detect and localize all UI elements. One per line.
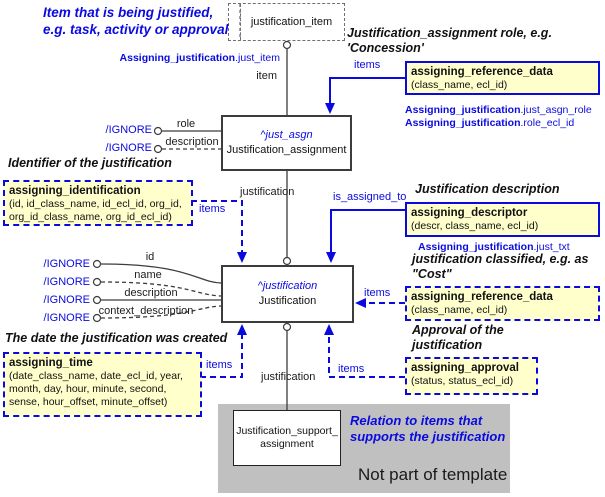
ignore-id: /IGNORE xyxy=(43,258,90,270)
template-params: (id, id_class_name, id_ecl_id, org_id, o… xyxy=(9,198,182,223)
select-type-bar xyxy=(240,4,241,40)
edge-label-items-time: items xyxy=(206,359,233,371)
binding-attr: .role_ecl_id xyxy=(520,117,575,129)
binding-just-asgn-role: Assigning_justification.just_asgn_role xyxy=(405,104,592,116)
arrowhead-items-identification xyxy=(237,252,247,263)
attr-label-id: id xyxy=(145,251,155,263)
arrow-items-approval-line xyxy=(328,335,405,378)
binding-entity-name: Assigning_justification xyxy=(405,117,521,129)
edge-label-items-reference-class: items xyxy=(364,287,391,299)
circle-description xyxy=(92,295,102,305)
ignore-description: /IGNORE xyxy=(43,294,90,306)
circle-description-asgn xyxy=(153,144,163,154)
edge-label-justification-lower: justification xyxy=(261,371,316,383)
template-params: (descr, class_name, ecl_id) xyxy=(411,220,539,232)
circle-id xyxy=(92,259,102,269)
arrowhead-items-time xyxy=(237,324,247,335)
note-assignment-role: Justification_assignment role, e.g. 'Con… xyxy=(347,26,552,55)
note-not-part-of-template: Not part of template xyxy=(358,465,508,484)
template-assigning-reference-data-role[interactable]: assigning_reference_data (class_name, ec… xyxy=(405,61,600,95)
note-date-created: The date the justification was created xyxy=(5,331,228,345)
attr-label-context-description: context_description xyxy=(98,305,194,317)
circle-context-description xyxy=(92,313,102,323)
note-justification-classified: justification classified, e.g. as "Cost" xyxy=(412,252,589,281)
attr-name-line xyxy=(100,281,222,297)
entity-justification-label: Justification xyxy=(258,295,317,307)
template-assigning-descriptor[interactable]: assigning_descriptor (descr, class_name,… xyxy=(405,202,600,237)
attr-label-name: name xyxy=(134,269,162,281)
binding-entity-name: Assigning_justification xyxy=(119,52,236,64)
edge-label-items-identification: items xyxy=(199,203,226,215)
blue-dashed-arrows xyxy=(191,200,405,378)
circle-name xyxy=(92,277,102,287)
template-title: assigning_identification xyxy=(9,185,141,197)
template-assigning-time[interactable]: assigning_time (date_class_name, date_ec… xyxy=(3,352,202,417)
entity-justification-item-label: justification_item xyxy=(250,16,333,28)
arrow-is-assigned-to-line xyxy=(330,209,405,253)
template-params: (class_name, ecl_id) xyxy=(411,79,508,91)
template-title: assigning_approval xyxy=(411,362,520,374)
circle-item xyxy=(282,40,292,50)
note-relation: Relation to items that supports the just… xyxy=(350,413,506,444)
entity-justification-tag: ^justification xyxy=(257,280,318,292)
circle-justification-lower xyxy=(282,322,292,332)
entity-justification-item[interactable]: justification_item xyxy=(228,3,345,41)
binding-entity-name: Assigning_justification xyxy=(405,104,521,116)
arrowhead-is-assigned-to xyxy=(326,252,336,263)
template-assigning-approval[interactable]: assigning_approval (status, status_ecl_i… xyxy=(405,357,538,395)
circle-role xyxy=(153,126,163,136)
edge-label-items-approval: items xyxy=(338,363,365,375)
binding-attr: .just_item xyxy=(235,52,280,64)
edge-label-role: role xyxy=(176,118,196,130)
entity-justification-support-assignment[interactable]: Justification_support_ assignment xyxy=(233,410,341,466)
template-assigning-identification[interactable]: assigning_identification (id, id_class_n… xyxy=(3,180,193,226)
template-title: assigning_reference_data xyxy=(411,291,553,303)
attr-context-description-line xyxy=(100,305,222,319)
entity-justification-assignment-tag: ^just_asgn xyxy=(260,129,313,141)
entity-justification-assignment[interactable]: ^just_asgn Justification_assignment xyxy=(221,115,352,171)
binding-role-ecl-id: Assigning_justification.role_ecl_id xyxy=(405,117,574,129)
template-params: (class_name, ecl_id) xyxy=(411,304,508,316)
template-title: assigning_time xyxy=(9,357,93,369)
note-identifier: Identifier of the justification xyxy=(8,156,172,170)
blue-solid-arrows xyxy=(329,77,405,253)
binding-just-item: Assigning_justification.just_item xyxy=(60,52,280,64)
edge-label-justification-upper: justification xyxy=(240,186,295,198)
entity-justification-assignment-label: Justification_assignment xyxy=(226,144,347,156)
edge-label-is-assigned-to: is_assigned_to xyxy=(333,191,407,203)
arrowhead-items-reference-class xyxy=(355,298,366,308)
template-title: assigning_descriptor xyxy=(411,207,528,219)
template-assigning-reference-data-class[interactable]: assigning_reference_data (class_name, ec… xyxy=(405,286,600,321)
arrow-items-reference-role-line xyxy=(329,77,405,104)
note-approval: Approval of the justification xyxy=(412,323,504,352)
template-params: (status, status_ecl_id) xyxy=(411,375,514,387)
aggregation-circles xyxy=(92,40,292,332)
edge-label-items-reference-role: items xyxy=(354,59,381,71)
edge-label-description-asgn: description xyxy=(165,136,219,148)
arrow-items-identification-line xyxy=(191,200,243,252)
attr-id-line xyxy=(100,263,222,284)
ignore-description-asgn: /IGNORE xyxy=(105,142,152,154)
ignore-role: /IGNORE xyxy=(105,124,152,136)
binding-just-txt: Assigning_justification.just_txt xyxy=(418,241,570,253)
binding-attr: .just_asgn_role xyxy=(520,104,592,116)
entity-justification-support-assignment-label: Justification_support_ assignment xyxy=(236,425,338,450)
arrowhead-items-reference-role xyxy=(325,103,335,114)
edge-label-item: item xyxy=(256,70,277,82)
arrow-items-time-line xyxy=(200,335,243,378)
entity-justification[interactable]: ^justification Justification xyxy=(221,265,354,323)
binding-entity-name: Assigning_justification xyxy=(418,241,534,253)
ignore-name: /IGNORE xyxy=(43,276,90,288)
circle-justification-upper xyxy=(282,256,292,266)
arrowhead-items-approval xyxy=(324,324,334,335)
template-params: (date_class_name, date_ecl_id, year, mon… xyxy=(9,370,183,408)
template-title: assigning_reference_data xyxy=(411,66,553,78)
binding-attr: .just_txt xyxy=(533,241,570,253)
note-item-being-justified: Item that is being justified, e.g. task,… xyxy=(43,5,229,37)
arrowheads xyxy=(237,103,366,335)
note-justification-description: Justification description xyxy=(415,182,560,196)
ignore-context-description: /IGNORE xyxy=(43,312,90,324)
attr-label-description: description xyxy=(124,287,178,299)
